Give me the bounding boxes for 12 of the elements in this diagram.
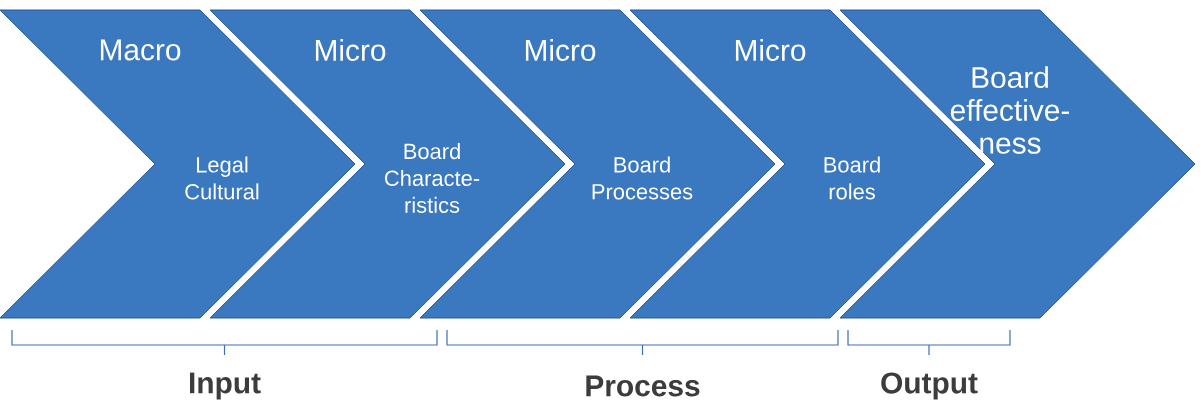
group-label: Output bbox=[881, 372, 978, 400]
chevron-text: Board Characte-ristics bbox=[385, 143, 480, 213]
heading: Board effective-ness bbox=[950, 66, 1070, 154]
group-label: Process bbox=[586, 375, 700, 397]
heading: Micro bbox=[525, 39, 596, 61]
group-label: Input bbox=[190, 372, 261, 400]
chevron-text: Board roles bbox=[824, 156, 880, 200]
heading: Micro bbox=[735, 39, 806, 61]
chevron-text: Legal Cultural bbox=[185, 156, 259, 200]
heading: Macro bbox=[100, 39, 181, 61]
heading: Micro bbox=[315, 39, 386, 61]
chevron-text: Board Processes bbox=[592, 156, 693, 200]
